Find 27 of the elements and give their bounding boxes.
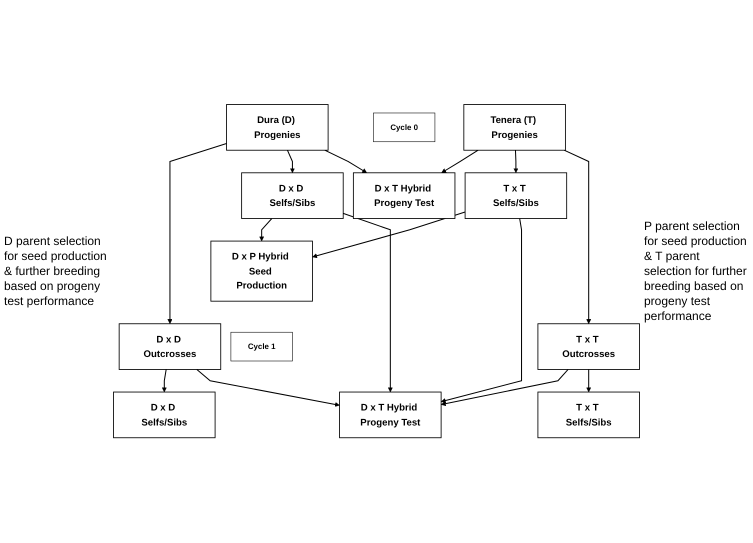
node-box: D x D Outcrosses <box>118 324 222 370</box>
node-box: D x T Hybrid Progeny Test <box>339 392 442 439</box>
node-box: T x T Outcrosses <box>537 324 640 370</box>
arrow <box>286 150 295 174</box>
note-text: P parent selection for seed production & T parent selection for further breeding based on progeny test performance <box>644 219 748 324</box>
arrow <box>440 218 522 404</box>
node-box: D x D Selfs/Sibs <box>113 392 216 439</box>
node-box: D x P Hybrid Seed Production <box>210 241 313 302</box>
arrow <box>259 218 272 242</box>
note-text: D parent selection for seed production & further breeding based on progeny test performance <box>4 234 108 309</box>
arrow <box>441 150 478 174</box>
arrow <box>586 370 592 393</box>
node-box: D x D Selfs/Sibs <box>241 172 344 220</box>
arrow <box>440 369 568 406</box>
node-box: Dura (D) Progenies <box>226 104 329 151</box>
arrow <box>564 150 592 324</box>
node-box: D x T Hybrid Progeny Test <box>352 172 456 220</box>
node-box: T x T Selfs/Sibs <box>464 172 568 220</box>
arrow <box>162 370 167 393</box>
arrow <box>196 369 340 408</box>
node-box: T x T Selfs/Sibs <box>537 392 640 439</box>
arrow <box>343 213 393 393</box>
node-box: Tenera (T) Progenies <box>463 104 566 151</box>
arrow <box>312 212 466 258</box>
arrow <box>167 143 227 324</box>
arrow <box>324 150 367 174</box>
arrow <box>513 150 518 174</box>
